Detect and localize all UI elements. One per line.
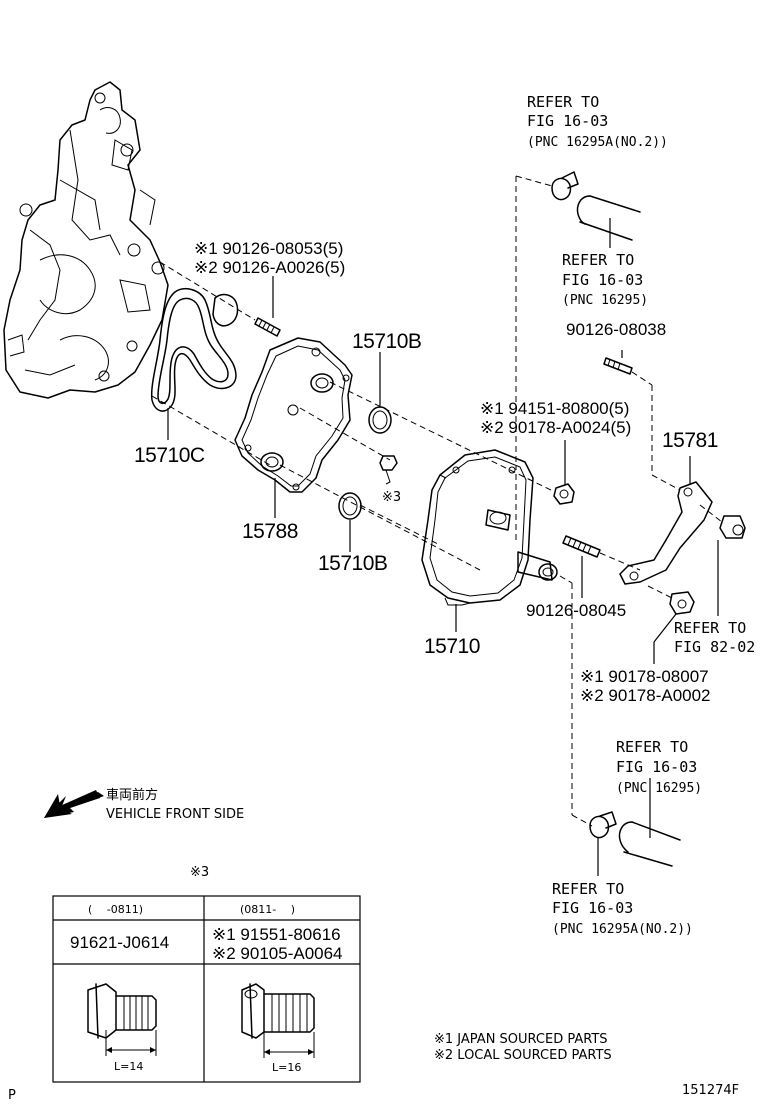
table-part-left: 91621-J0614 xyxy=(70,933,169,952)
refer-top-line1: REFER TO xyxy=(527,93,599,111)
nut-upper-illustration xyxy=(553,483,575,505)
refer-hose-top-line1: REFER TO xyxy=(562,251,634,269)
label-nut-lower-1: ※1 90178-08007 xyxy=(580,667,709,686)
label-refer-bottom: REFER TO FIG 16-03 (PNC 16295A(NO.2)) xyxy=(552,880,693,937)
refer-hose-top-line3: (PNC 16295) xyxy=(562,293,648,308)
hose-top-illustration xyxy=(576,195,641,241)
vehicle-front-en: VEHICLE FRONT SIDE xyxy=(106,807,244,822)
stud-90126-08038-illustration xyxy=(603,357,633,375)
table-length-left: L=14 xyxy=(114,1060,143,1073)
bracket-15781-illustration xyxy=(619,481,713,585)
label-nut-group-2: ※2 90178-A0024(5) xyxy=(480,418,631,437)
oil-cooler-15710-illustration xyxy=(421,449,558,606)
stud-bolt-upper-illustration xyxy=(254,317,281,337)
corner-letter: P xyxy=(8,1088,16,1103)
label-refer-top: REFER TO FIG 16-03 (PNC 16295A(NO.2)) xyxy=(527,93,668,150)
collar-right-illustration xyxy=(719,515,746,539)
label-15710: 15710 xyxy=(424,635,480,658)
plate-15788-illustration xyxy=(234,337,353,493)
refer-bottom-line3: (PNC 16295A(NO.2)) xyxy=(552,922,693,937)
label-refer-hose-top: REFER TO FIG 16-03 (PNC 16295) xyxy=(562,251,648,308)
label-15788: 15788 xyxy=(242,520,298,543)
label-15710b-bottom: 15710B xyxy=(318,552,387,575)
table-header-left: ( -0811) xyxy=(88,903,143,916)
label-90126-08038: 90126-08038 xyxy=(566,320,666,339)
leader-lines xyxy=(167,218,719,876)
refer-bottom-line1: REFER TO xyxy=(552,880,624,898)
table-part-right-1: ※1 91551-80616 xyxy=(212,925,341,944)
refer-top-line2: FIG 16-03 xyxy=(527,112,608,130)
label-refer-fig82-1: REFER TO xyxy=(674,619,746,637)
gasket-15710c-illustration xyxy=(150,288,239,412)
clamp-bottom-illustration xyxy=(589,811,617,839)
stud-90126-08045-illustration xyxy=(562,535,601,558)
label-stud-upper-1: ※1 90126-08053(5) xyxy=(194,239,343,258)
bolt-spec-table: ( -0811) (0811- ) 91621-J0614 ※1 91551-8… xyxy=(52,895,361,1083)
figure-id: 151274F xyxy=(682,1083,739,1098)
table-length-right: L=16 xyxy=(272,1061,301,1074)
refer-top-line3: (PNC 16295A(NO.2)) xyxy=(527,135,668,150)
engine-block-illustration xyxy=(3,81,169,399)
refer-hose-bottom-line3: (PNC 16295) xyxy=(616,781,702,796)
note-local-sourced: ※2 LOCAL SOURCED PARTS xyxy=(434,1048,612,1063)
label-15710c: 15710C xyxy=(134,444,205,467)
table-mark3: ※3 xyxy=(190,865,209,880)
label-15781: 15781 xyxy=(662,429,718,452)
bolt-mark3-illustration xyxy=(379,455,398,485)
refer-bottom-line2: FIG 16-03 xyxy=(552,899,633,917)
refer-hose-bottom-line1: REFER TO xyxy=(616,738,688,756)
label-stud-upper-2: ※2 90126-A0026(5) xyxy=(194,258,345,277)
label-15710b-top: 15710B xyxy=(352,330,421,353)
o-ring-lower-inner xyxy=(342,496,358,516)
nut-lower-illustration xyxy=(669,591,695,615)
label-refer-hose-bottom: REFER TO FIG 16-03 (PNC 16295) xyxy=(616,738,702,796)
label-90126-08045: 90126-08045 xyxy=(526,601,626,620)
note-japan-sourced: ※1 JAPAN SOURCED PARTS xyxy=(434,1032,608,1047)
table-header-right: (0811- ) xyxy=(240,903,295,916)
refer-hose-top-line2: FIG 16-03 xyxy=(562,271,643,289)
table-part-right-2: ※2 90105-A0064 xyxy=(212,944,343,963)
label-nut-lower-2: ※2 90178-A0002 xyxy=(580,686,711,705)
label-nut-group-1: ※1 94151-80800(5) xyxy=(480,399,629,418)
bolt-l16-illustration xyxy=(241,983,315,1058)
label-mark3: ※3 xyxy=(382,490,401,505)
assembly-lines xyxy=(151,175,723,827)
bolt-l14-illustration xyxy=(87,983,157,1056)
vehicle-front-jp: 車両前方 xyxy=(106,787,158,803)
hose-bottom-illustration xyxy=(618,821,681,867)
o-ring-upper-inner xyxy=(372,410,388,430)
label-refer-fig82-2: FIG 82-02 xyxy=(674,638,755,656)
vehicle-front-arrow-icon xyxy=(44,790,104,818)
clamp-top-illustration xyxy=(551,171,579,201)
refer-hose-bottom-line2: FIG 16-03 xyxy=(616,758,697,776)
